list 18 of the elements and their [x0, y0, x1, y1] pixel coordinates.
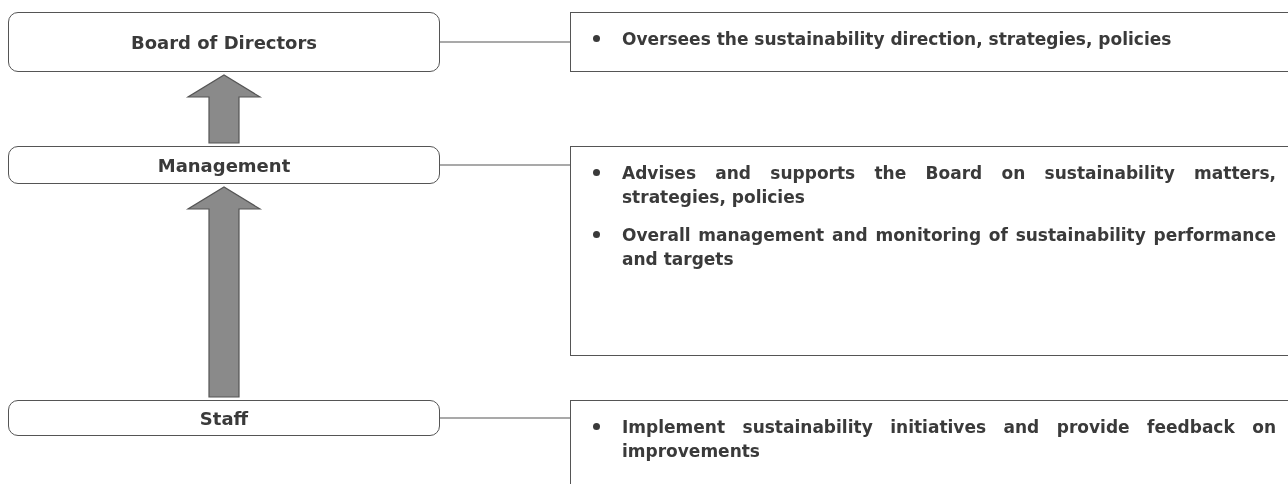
role-title: Board of Directors — [130, 31, 318, 53]
description-box — [570, 146, 1288, 356]
role-box — [8, 12, 440, 72]
block-arrow — [185, 186, 263, 398]
connector-line — [439, 41, 571, 43]
role-box — [8, 146, 440, 184]
description-box — [570, 400, 1288, 484]
connector-line — [439, 417, 571, 419]
bullet-text: Overall management and monitoring of sustainability performance and targets — [622, 224, 1276, 271]
description-box — [570, 12, 1288, 72]
bullet-text: Oversees the sustainability direction, strategies, policies — [622, 28, 1173, 51]
block-arrow — [185, 74, 263, 144]
role-box — [8, 400, 440, 436]
role-title: Staff — [199, 407, 249, 429]
bullet-text: Advises and supports the Board on sustainability matters, strategies, policies — [622, 162, 1276, 209]
connector-line — [439, 164, 571, 166]
bullet-text: Implement sustainability initiatives and provide feedback on improvements — [622, 416, 1276, 463]
role-title: Management — [157, 154, 291, 176]
